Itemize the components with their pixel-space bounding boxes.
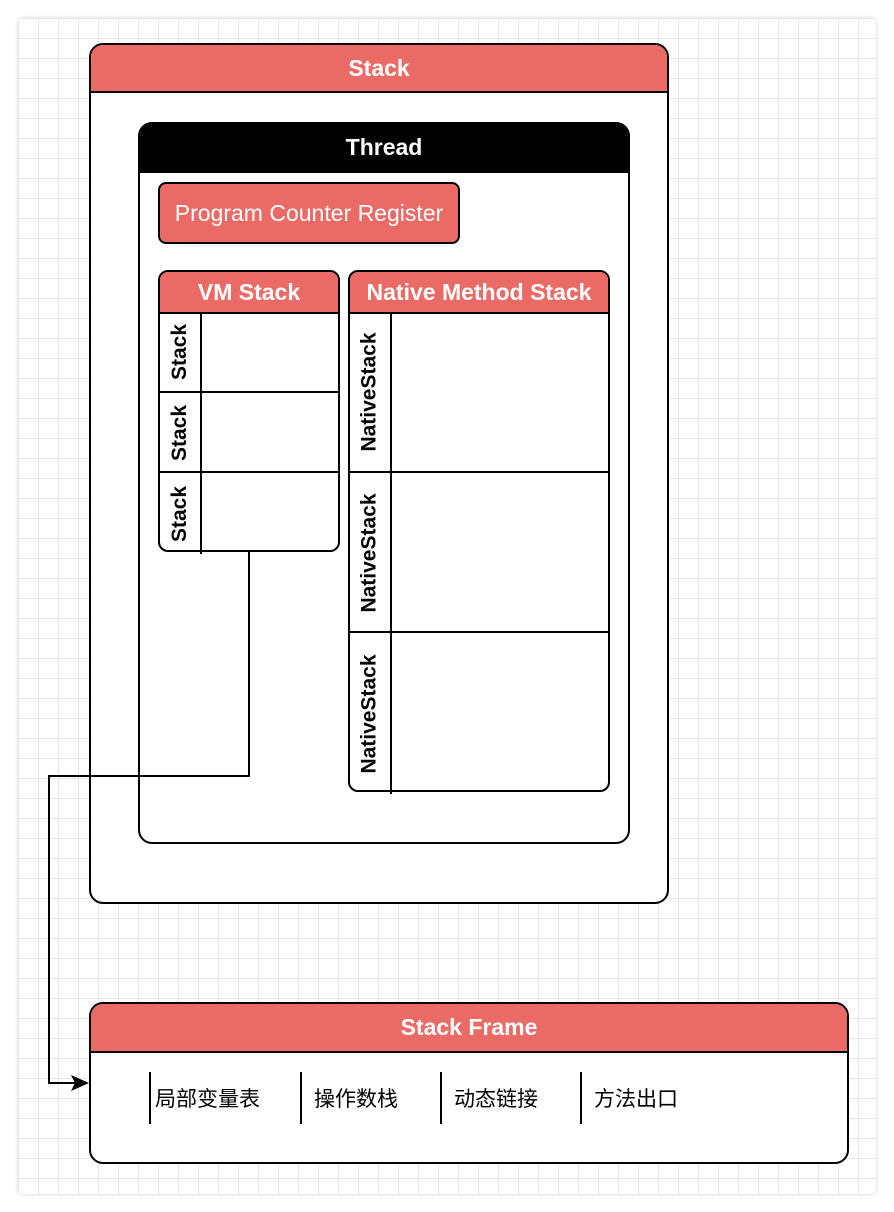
native-stack-lane-label-cell: NativeStack: [350, 633, 392, 794]
stack-title: Stack: [348, 54, 410, 81]
thread-header: Thread: [140, 124, 628, 173]
program-counter-register-label: Program Counter Register: [174, 199, 444, 226]
stack-frame-item-label: 操作数栈: [314, 1087, 398, 1111]
native-stack-lane: NativeStack: [350, 312, 608, 471]
native-stack-lane-label-cell: NativeStack: [350, 473, 392, 633]
native-method-stack-container: Native Method Stack NativeStack NativeSt…: [348, 270, 610, 794]
stack-frame-item-label: 局部变量表: [155, 1087, 260, 1111]
vm-stack-container: VM Stack Stack Stack Stack: [158, 270, 340, 554]
stack-frame-items: 局部变量表 操作数栈 动态链接 方法出口: [0, 1072, 894, 1124]
stack-frame-container: Stack Frame: [89, 1002, 849, 1164]
vm-stack-lane: Stack: [160, 391, 338, 473]
stack-frame-item-label: 动态链接: [454, 1087, 538, 1111]
vm-stack-lane: Stack: [160, 471, 338, 554]
stack-frame-item-operand-stack: 操作数栈: [300, 1072, 398, 1124]
stack-header: Stack: [91, 45, 667, 93]
vm-stack-header: VM Stack: [160, 272, 338, 314]
vm-stack-lane-label-cell: Stack: [160, 473, 202, 554]
vm-stack-lane: Stack: [160, 312, 338, 391]
native-method-stack-title: Native Method Stack: [366, 278, 592, 305]
native-method-stack-lanes: NativeStack NativeStack NativeStack: [350, 312, 608, 794]
stack-frame-item-return-address: 方法出口: [580, 1072, 678, 1124]
connector-line: [48, 552, 250, 1084]
arrowhead-icon: [71, 1075, 89, 1091]
stack-frame-title: Stack Frame: [400, 1014, 538, 1040]
vm-stack-lanes: Stack Stack Stack: [160, 312, 338, 554]
program-counter-register-box: Program Counter Register: [158, 182, 460, 244]
thread-title: Thread: [345, 134, 423, 160]
native-method-stack-header: Native Method Stack: [350, 272, 608, 314]
vm-stack-lane-label-cell: Stack: [160, 393, 202, 473]
stack-frame-item-dynamic-linking: 动态链接: [440, 1072, 538, 1124]
stack-frame-item-label: 方法出口: [594, 1087, 678, 1111]
stack-frame-header: Stack Frame: [91, 1004, 847, 1053]
stack-frame-item-local-variables: 局部变量表: [149, 1072, 260, 1124]
native-stack-lane: NativeStack: [350, 631, 608, 794]
native-stack-lane: NativeStack: [350, 471, 608, 633]
vm-stack-lane-label-cell: Stack: [160, 312, 202, 391]
vm-stack-title: VM Stack: [197, 278, 301, 305]
native-stack-lane-label-cell: NativeStack: [350, 312, 392, 471]
